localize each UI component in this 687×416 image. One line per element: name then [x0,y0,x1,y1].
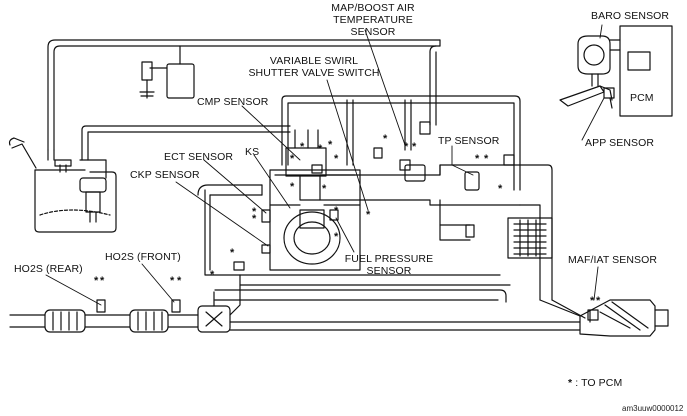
fuel-tank [8,137,117,233]
svg-text:*: * [252,213,257,225]
svg-text:*: * [290,153,295,165]
ho2s-rear-label: HO2S (REAR) [14,263,83,275]
pcm-module [577,25,673,117]
baro-sensor-label: BARO SENSOR [591,10,670,22]
tank-engine-lines [81,125,291,161]
accelerator-pedal [559,85,615,109]
svg-text:*: * [328,139,333,151]
purge-canister [139,45,195,99]
svg-text:*: * [590,295,595,307]
swirl-valve-line-1: VARIABLE SWIRL [269,55,359,67]
tp-sensor-label: TP SENSOR [438,135,500,147]
lower-pipe-loop [197,184,511,303]
map-sensor-line-2: TEMPERATURE [333,14,413,26]
svg-text:*: * [318,143,323,155]
legend-text: : TO PCM [575,377,623,389]
map-sensor-label: MAP/BOOST AIR TEMPERATURE SENSOR [318,2,428,38]
svg-text:*: * [498,183,503,195]
intercooler [507,217,553,259]
app-sensor-label: APP SENSOR [585,137,655,149]
reference-code: am3uuw0000012 [622,404,684,413]
intake-system [281,95,553,301]
fuel-pressure-label: FUEL PRESSURE SENSOR [344,253,434,277]
svg-text:*: * [404,141,409,153]
pcm-markers: ** *** ** *** * ** ** * * ** ** ** ** * [94,133,601,307]
fuel-pressure-line-2: SENSOR [366,265,412,277]
svg-text:*: * [210,269,215,281]
ect-sensor-label: ECT SENSOR [164,151,234,163]
svg-text:*: * [484,153,489,165]
cmp-sensor-label: CMP SENSOR [197,96,269,108]
svg-text:*: * [177,275,182,287]
swirl-valve-line-2: SHUTTER VALVE SWITCH [248,67,380,79]
svg-text:*: * [300,141,305,153]
map-sensor-line-3: SENSOR [350,26,396,38]
ks-label: KS [245,146,260,158]
svg-text:*: * [230,247,235,259]
svg-text:*: * [94,275,99,287]
engine-block [269,129,361,271]
legend-symbol: * [568,377,573,389]
svg-text:*: * [290,181,295,193]
top-fuel-line [47,39,441,151]
ho2s-front-label: HO2S (FRONT) [105,251,181,263]
svg-text:*: * [366,209,371,221]
leader-lines [45,24,605,306]
legend: * : TO PCM [568,377,622,389]
map-sensor-line-1: MAP/BOOST AIR [331,2,415,14]
right-pipes [539,299,586,319]
exhaust-pipe [9,309,581,333]
svg-text:*: * [412,141,417,153]
svg-text:*: * [322,183,327,195]
svg-text:*: * [334,231,339,243]
ckp-sensor-label: CKP SENSOR [130,169,200,181]
svg-text:*: * [100,275,105,287]
svg-text:*: * [334,153,339,165]
connectors [96,121,599,321]
svg-text:*: * [383,133,388,145]
turbocharger [197,274,241,333]
air-cleaner [579,299,669,337]
svg-text:*: * [252,206,257,218]
maf-iat-sensor-label: MAF/IAT SENSOR [568,254,658,266]
pcm-label: PCM [630,92,654,104]
svg-text:*: * [596,295,601,307]
svg-text:*: * [170,275,175,287]
fuel-pressure-line-1: FUEL PRESSURE [344,253,434,265]
svg-text:*: * [334,205,339,217]
swirl-valve-label: VARIABLE SWIRL SHUTTER VALVE SWITCH [248,55,380,79]
svg-text:*: * [475,153,480,165]
